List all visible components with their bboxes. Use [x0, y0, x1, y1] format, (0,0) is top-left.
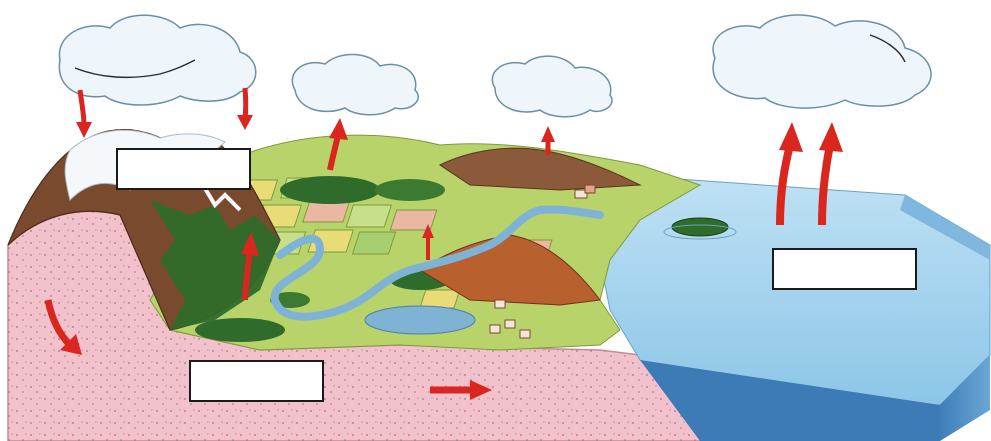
- evapotranspiration-arrow-4: [241, 232, 259, 301]
- label-box-ocean[interactable]: [772, 248, 917, 290]
- label-box-mountain-top[interactable]: [116, 148, 251, 190]
- label-box-underground[interactable]: [189, 360, 324, 402]
- cloud-1: [58, 14, 257, 106]
- forest: [195, 162, 545, 342]
- village: [489, 184, 596, 339]
- ocean-evaporation-arrow-2: [818, 122, 843, 226]
- island: [663, 217, 737, 240]
- cloud-3: [491, 55, 613, 118]
- evapotranspiration-arrow-3: [422, 224, 434, 260]
- evapotranspiration-arrow-1: [327, 118, 348, 171]
- cloud-4: [712, 14, 932, 109]
- groundwater-arrow-1: [44, 299, 82, 355]
- groundwater-arrow-2: [430, 380, 492, 400]
- evapotranspiration-arrow-2: [541, 126, 555, 155]
- precipitation-arrow-2: [237, 87, 253, 130]
- river: [270, 205, 604, 335]
- cloud-2: [291, 53, 419, 116]
- ocean-evaporation-arrow-1: [776, 122, 803, 226]
- precipitation-arrow-1: [76, 89, 92, 138]
